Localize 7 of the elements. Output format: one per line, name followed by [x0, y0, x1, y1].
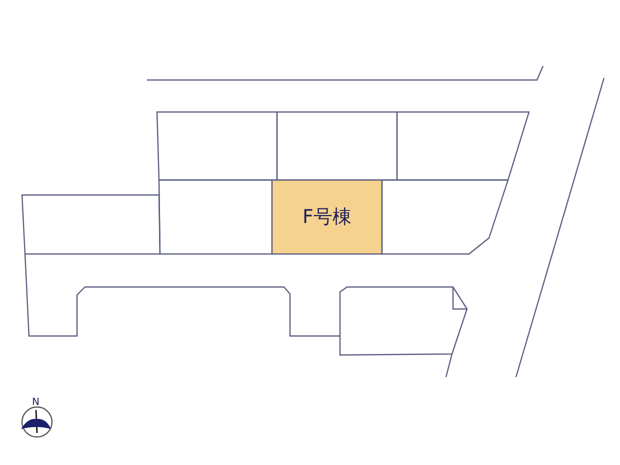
north-label: N	[32, 397, 40, 408]
lot-plot	[382, 180, 508, 254]
lot-plot	[157, 112, 277, 180]
highlighted-lot	[272, 180, 382, 254]
lot-plot	[397, 112, 529, 180]
lot-plot	[22, 195, 160, 254]
lot-label: F号棟	[302, 205, 352, 230]
